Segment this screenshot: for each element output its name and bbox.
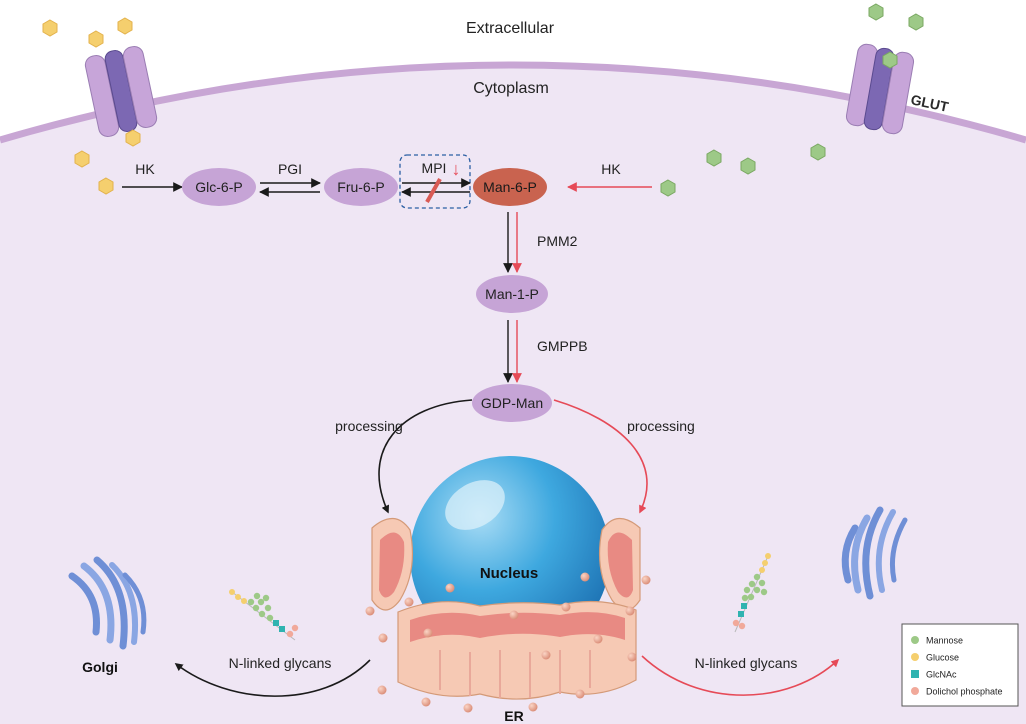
legend-swatch-dolichol-phosphate <box>911 687 919 695</box>
processing-left-label: processing <box>335 418 403 434</box>
mpi-label: MPI <box>422 160 447 176</box>
legend-label-dolichol-phosphate: Dolichol phosphate <box>926 687 1003 697</box>
hk-left-label: HK <box>135 161 155 177</box>
glc6p-label: Glc-6-P <box>195 179 242 195</box>
arrow-processing-left <box>378 399 473 514</box>
arrow-glycans-left <box>174 659 371 697</box>
gdpman-label: GDP-Man <box>481 395 543 411</box>
pgi-label: PGI <box>278 161 302 177</box>
processing-right-label: processing <box>627 418 695 434</box>
golgi-left <box>68 556 147 650</box>
glucose-transporter-left <box>84 45 158 138</box>
legend-swatch-mannose <box>911 636 919 644</box>
mpi-inhibition-bar <box>425 178 442 203</box>
golgi-right <box>841 506 908 600</box>
mpi-decrease-arrow: ↓ <box>452 159 461 179</box>
extracellular-label: Extracellular <box>466 20 555 37</box>
legend-label-mannose: Mannose <box>926 636 963 646</box>
glc6p-node <box>182 168 256 206</box>
glut-transporter <box>845 43 915 135</box>
nucleus-highlight <box>445 480 505 530</box>
legend-swatch-glcnac <box>911 670 919 678</box>
man6p-label: Man-6-P <box>483 179 537 195</box>
legend-label-glcnac: GlcNAc <box>926 670 957 680</box>
man1p-label: Man-1-P <box>485 286 539 302</box>
glycan-tree-right <box>732 553 771 633</box>
glut-label: GLUT <box>909 91 950 115</box>
legend-label-glucose: Glucose <box>926 653 959 663</box>
glycans-left-label: N-linked glycans <box>229 655 332 671</box>
gmppb-label: GMPPB <box>537 338 588 354</box>
fru6p-node <box>324 168 398 206</box>
man6p-node <box>473 168 547 206</box>
legend-swatch-glucose <box>911 653 919 661</box>
nucleus-label: Nucleus <box>480 565 538 582</box>
arrow-glycans-right <box>641 655 840 696</box>
endoplasmic-reticulum <box>365 517 651 713</box>
cytoplasm-label: Cytoplasm <box>473 80 549 97</box>
pmm2-label: PMM2 <box>537 233 578 249</box>
fru6p-label: Fru-6-P <box>337 179 384 195</box>
glycans-right-label: N-linked glycans <box>695 655 798 671</box>
man1p-node <box>476 275 548 313</box>
er-label: ER <box>504 708 523 724</box>
mannose-molecules <box>660 3 924 197</box>
arrow-processing-right <box>553 399 648 514</box>
gdpman-node <box>472 384 552 422</box>
hk-right-label: HK <box>601 161 621 177</box>
glucose-molecules <box>42 17 141 195</box>
golgi-label: Golgi <box>82 659 118 675</box>
glycan-tree-left <box>229 589 299 641</box>
